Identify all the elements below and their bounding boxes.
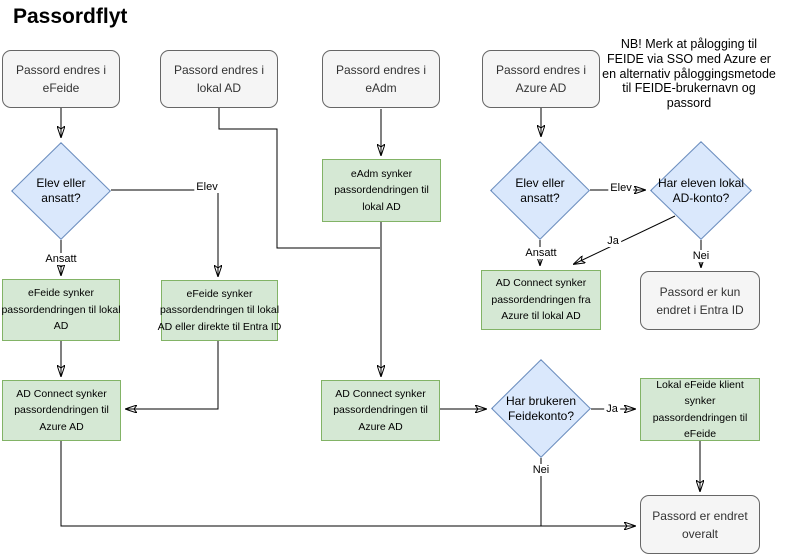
node-label: Lokal eFeide klient synker passordendrin… [652, 378, 748, 441]
edge-label-ansatt-left: Ansatt [43, 253, 79, 265]
edge-adconnectleft-to-overalt [60, 441, 635, 526]
node-label: Elev eller ansatt? [36, 176, 86, 205]
node-proc-adconnect-mid: AD Connect synker passordendringen til A… [321, 380, 440, 441]
node-label: Elev eller ansatt? [515, 175, 565, 205]
node-end-entra: Passord er kun endret i Entra ID [640, 271, 760, 330]
node-label: AD Connect synker passordendringen til A… [333, 387, 428, 433]
node-label: Har eleven lokal AD-konto? [657, 175, 745, 205]
node-proc-adconnect-azure: AD Connect synker passordendringen fra A… [481, 270, 601, 330]
edge-label-nei-adkonto: Nei [690, 250, 712, 262]
node-label: AD Connect synker passordendringen fra A… [491, 277, 591, 323]
node-decision-feidekonto: Har brukeren Feidekonto? [491, 359, 591, 458]
node-start-azure-ad: Passord endres i Azure AD [482, 50, 600, 108]
edge-label-nei-feidekonto: Nei [530, 464, 552, 476]
edge-label-elev-right: Elev [608, 182, 634, 194]
node-start-eadm: Passord endres i eAdm [322, 50, 440, 108]
node-label: Har brukeren Feidekonto? [505, 393, 577, 423]
node-label: AD Connect synker passordendringen til A… [14, 387, 109, 433]
edge-lokalad-merge [218, 108, 380, 249]
node-label: eFeide synker passordendringen til lokal… [157, 287, 282, 333]
edge-label-ja-adkonto: Ja [605, 235, 621, 247]
node-label: eAdm synker passordendringen til lokal A… [334, 167, 429, 213]
node-label: eFeide synker passordendringen til lokal… [1, 287, 121, 333]
node-proc-efeide-lokal: eFeide synker passordendringen til lokal… [1, 279, 121, 341]
node-decision-elev-ansatt-2: Elev eller ansatt? [490, 141, 590, 240]
note-text: NB! Merk at pålogging til FEIDE via SSO … [602, 37, 776, 110]
node-label: Passord endres i lokal AD [173, 63, 265, 95]
node-label: Passord er kun endret i Entra ID [656, 284, 744, 317]
node-start-efeide: Passord endres i eFeide [2, 50, 120, 108]
diagram-title: Passordflyt [13, 5, 128, 28]
node-end-overalt: Passord er endret overalt [640, 495, 760, 554]
edge-label-ansatt-right: Ansatt [523, 247, 559, 259]
node-proc-adconnect-left: AD Connect synker passordendringen til A… [2, 380, 121, 441]
node-proc-eadm: eAdm synker passordendringen til lokal A… [322, 159, 441, 222]
node-decision-elev-ansatt-1: Elev eller ansatt? [11, 142, 111, 240]
edge-label-elev-left: Elev [194, 181, 220, 193]
edge-efeideentra-to-adconnect [126, 341, 219, 409]
node-proc-efeide-entra: eFeide synker passordendringen til lokal… [158, 280, 281, 341]
node-proc-lokal-klient: Lokal eFeide klient synker passordendrin… [640, 378, 760, 441]
edge-label-ja-feidekonto: Ja [604, 403, 620, 415]
edge-decision1-elev [111, 189, 218, 276]
node-start-lokal-ad: Passord endres i lokal AD [160, 50, 278, 108]
node-label: Passord endres i eAdm [335, 63, 427, 95]
node-label: Passord er endret overalt [652, 508, 748, 541]
node-label: Passord endres i Azure AD [495, 63, 587, 95]
node-decision-ad-konto: Har eleven lokal AD-konto? [650, 141, 752, 240]
node-label: Passord endres i eFeide [15, 63, 107, 95]
